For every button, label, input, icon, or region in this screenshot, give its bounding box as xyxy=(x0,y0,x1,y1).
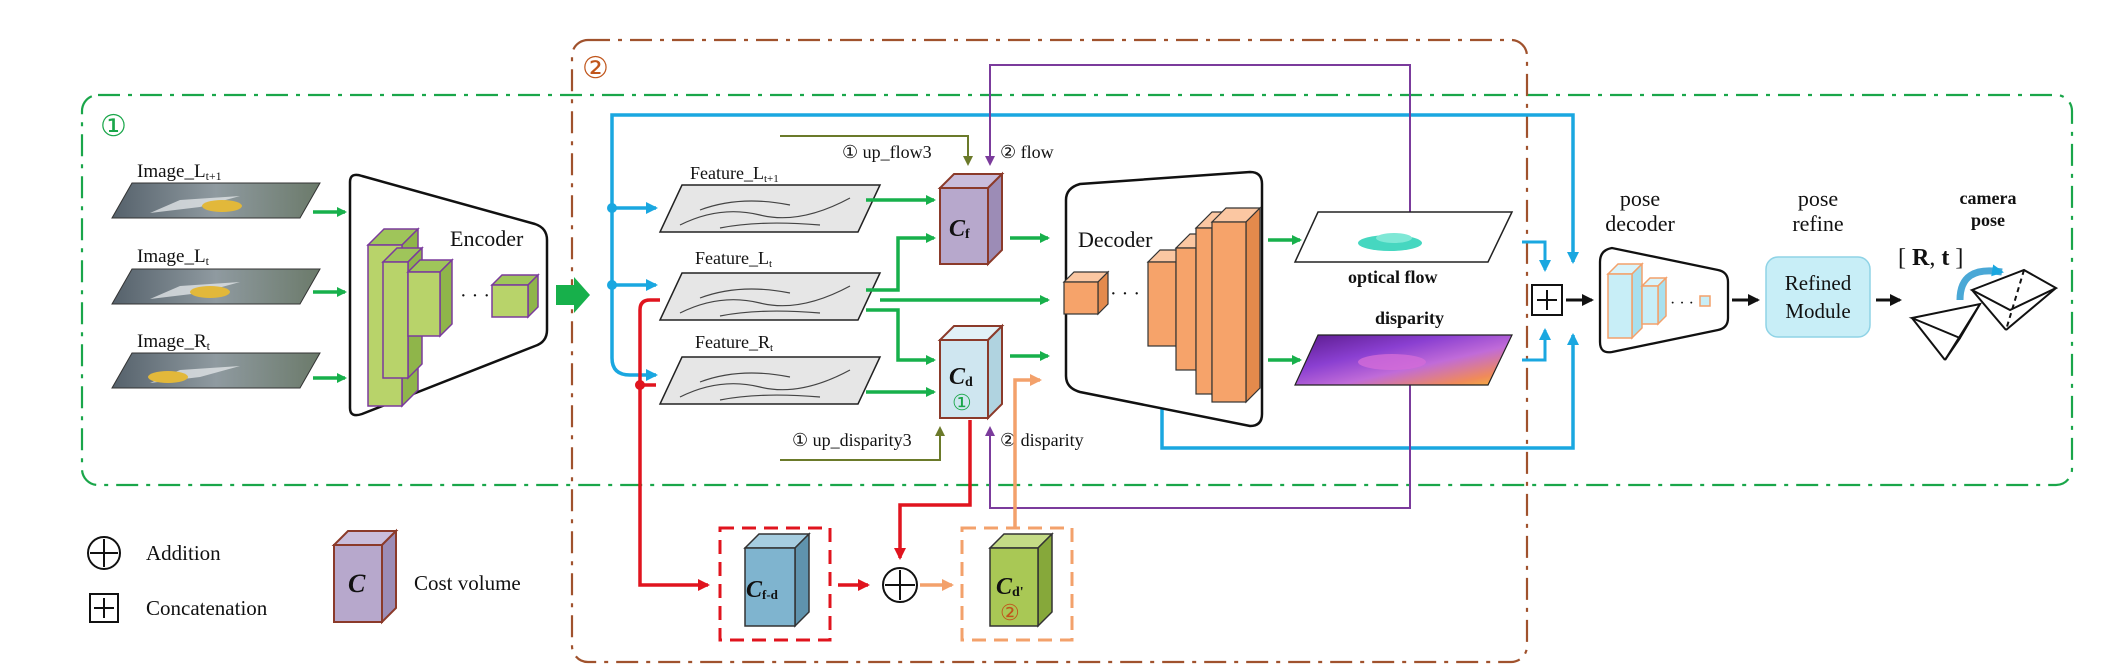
feature-map-l-t1 xyxy=(658,184,882,233)
arrow-disparity-feedback xyxy=(985,370,1411,509)
rt-label: [ R, t ] xyxy=(1898,245,1963,271)
concatenation-node xyxy=(1531,284,1563,316)
camera-frustum-1 xyxy=(1908,302,1983,361)
input-label-l-t: Image_Lt xyxy=(137,246,210,268)
camera-pose-label-2: pose xyxy=(1971,210,2005,230)
optical-flow-label: optical flow xyxy=(1348,267,1438,287)
feature-label-l-t1: Feature_Lt+1 xyxy=(690,163,779,185)
arrow-up-flow3 xyxy=(780,135,973,166)
pose-decoder-label-1: pose xyxy=(1620,186,1660,211)
cost-volume-cf xyxy=(937,171,1005,267)
feature-label-l-t: Feature_Lt xyxy=(695,248,772,270)
camera-pose-label-1: camera xyxy=(1960,188,2017,208)
input-label-r-t: Image_Rt xyxy=(137,331,211,353)
pose-refine-label-1: pose xyxy=(1798,186,1838,211)
cost-volume-cd-marker: ① xyxy=(952,390,972,415)
label-up-disparity3: ① up_disparity3 xyxy=(792,430,912,450)
cost-volume-cd xyxy=(937,323,1005,421)
encoder-dots: · · · xyxy=(460,285,490,307)
cost-volume-cf-label: Cf xyxy=(949,216,970,242)
input-image-l-t xyxy=(111,268,321,305)
refined-module-label-1: Refined xyxy=(1785,271,1852,295)
decoder-layers xyxy=(1062,206,1262,404)
region-2-boundary xyxy=(570,38,1529,664)
pose-decoder-dots: · · · xyxy=(1670,295,1694,312)
legend-concatenation-label: Concatenation xyxy=(146,596,268,620)
addition-node xyxy=(882,567,918,603)
label-flow2: ② flow xyxy=(1000,142,1054,162)
cost-volume-cfd-label: Cf-d xyxy=(746,577,779,603)
input-image-r-t xyxy=(111,352,321,389)
feature-label-r-t: Feature_Rt xyxy=(695,332,773,354)
cdprime-dashed-box xyxy=(960,526,1074,642)
blue-skip-connections xyxy=(607,113,1579,450)
camera-frustum-2 xyxy=(1969,268,2059,331)
decoder-dots: · · · xyxy=(1110,283,1140,305)
encoder-layers xyxy=(366,227,540,408)
arrow-up-disparity3 xyxy=(780,426,945,461)
refined-module-label-2: Module xyxy=(1785,299,1850,323)
legend-addition-icon xyxy=(87,536,121,570)
optical-flow-output xyxy=(1293,211,1514,263)
encoder-output-arrow xyxy=(556,277,590,313)
cost-volume-cd-prime xyxy=(988,532,1054,628)
cost-volume-cfd xyxy=(743,532,811,628)
input-image-l-t1 xyxy=(111,182,321,219)
red-connections xyxy=(635,298,972,591)
pose-refine-label-2: refine xyxy=(1792,211,1843,236)
feature-map-r-t xyxy=(658,356,882,405)
feature-map-l-t xyxy=(658,272,882,321)
green-feature-connections xyxy=(866,195,1050,397)
cfd-dashed-box xyxy=(718,526,832,642)
input-label-l-t1: Image_Lt+1 xyxy=(137,161,222,183)
pose-decoder-layers xyxy=(1606,262,1711,340)
legend-cost-volume-label: Cost volume xyxy=(414,571,521,595)
region-1-boundary xyxy=(80,93,2074,487)
legend-addition-label: Addition xyxy=(146,541,221,565)
label-up-flow3: ① up_flow3 xyxy=(842,142,932,162)
label-disparity2: ② disparity xyxy=(1000,430,1084,450)
refined-module-box xyxy=(1765,256,1871,338)
cost-volume-cd-label: Cd xyxy=(949,364,973,390)
legend-cost-volume-icon xyxy=(331,528,399,625)
legend-cost-symbol: C xyxy=(348,569,366,598)
encoder-label: Encoder xyxy=(450,226,524,251)
legend-concatenation-icon xyxy=(89,593,119,623)
decoder-label: Decoder xyxy=(1078,227,1153,252)
arrow-flow-feedback xyxy=(985,64,1411,242)
region-1-marker: ① xyxy=(100,110,127,143)
pose-transform-arrow xyxy=(1956,264,2004,301)
region-2-marker: ② xyxy=(582,52,609,85)
cost-volume-cd-prime-label: Cd' xyxy=(996,574,1024,600)
disparity-label: disparity xyxy=(1375,308,1444,328)
cost-volume-cd-prime-marker: ② xyxy=(1000,600,1020,625)
pose-decoder-label-2: decoder xyxy=(1605,211,1675,236)
disparity-output xyxy=(1294,334,1513,386)
arrow-cdprime-decoder xyxy=(1013,374,1042,528)
